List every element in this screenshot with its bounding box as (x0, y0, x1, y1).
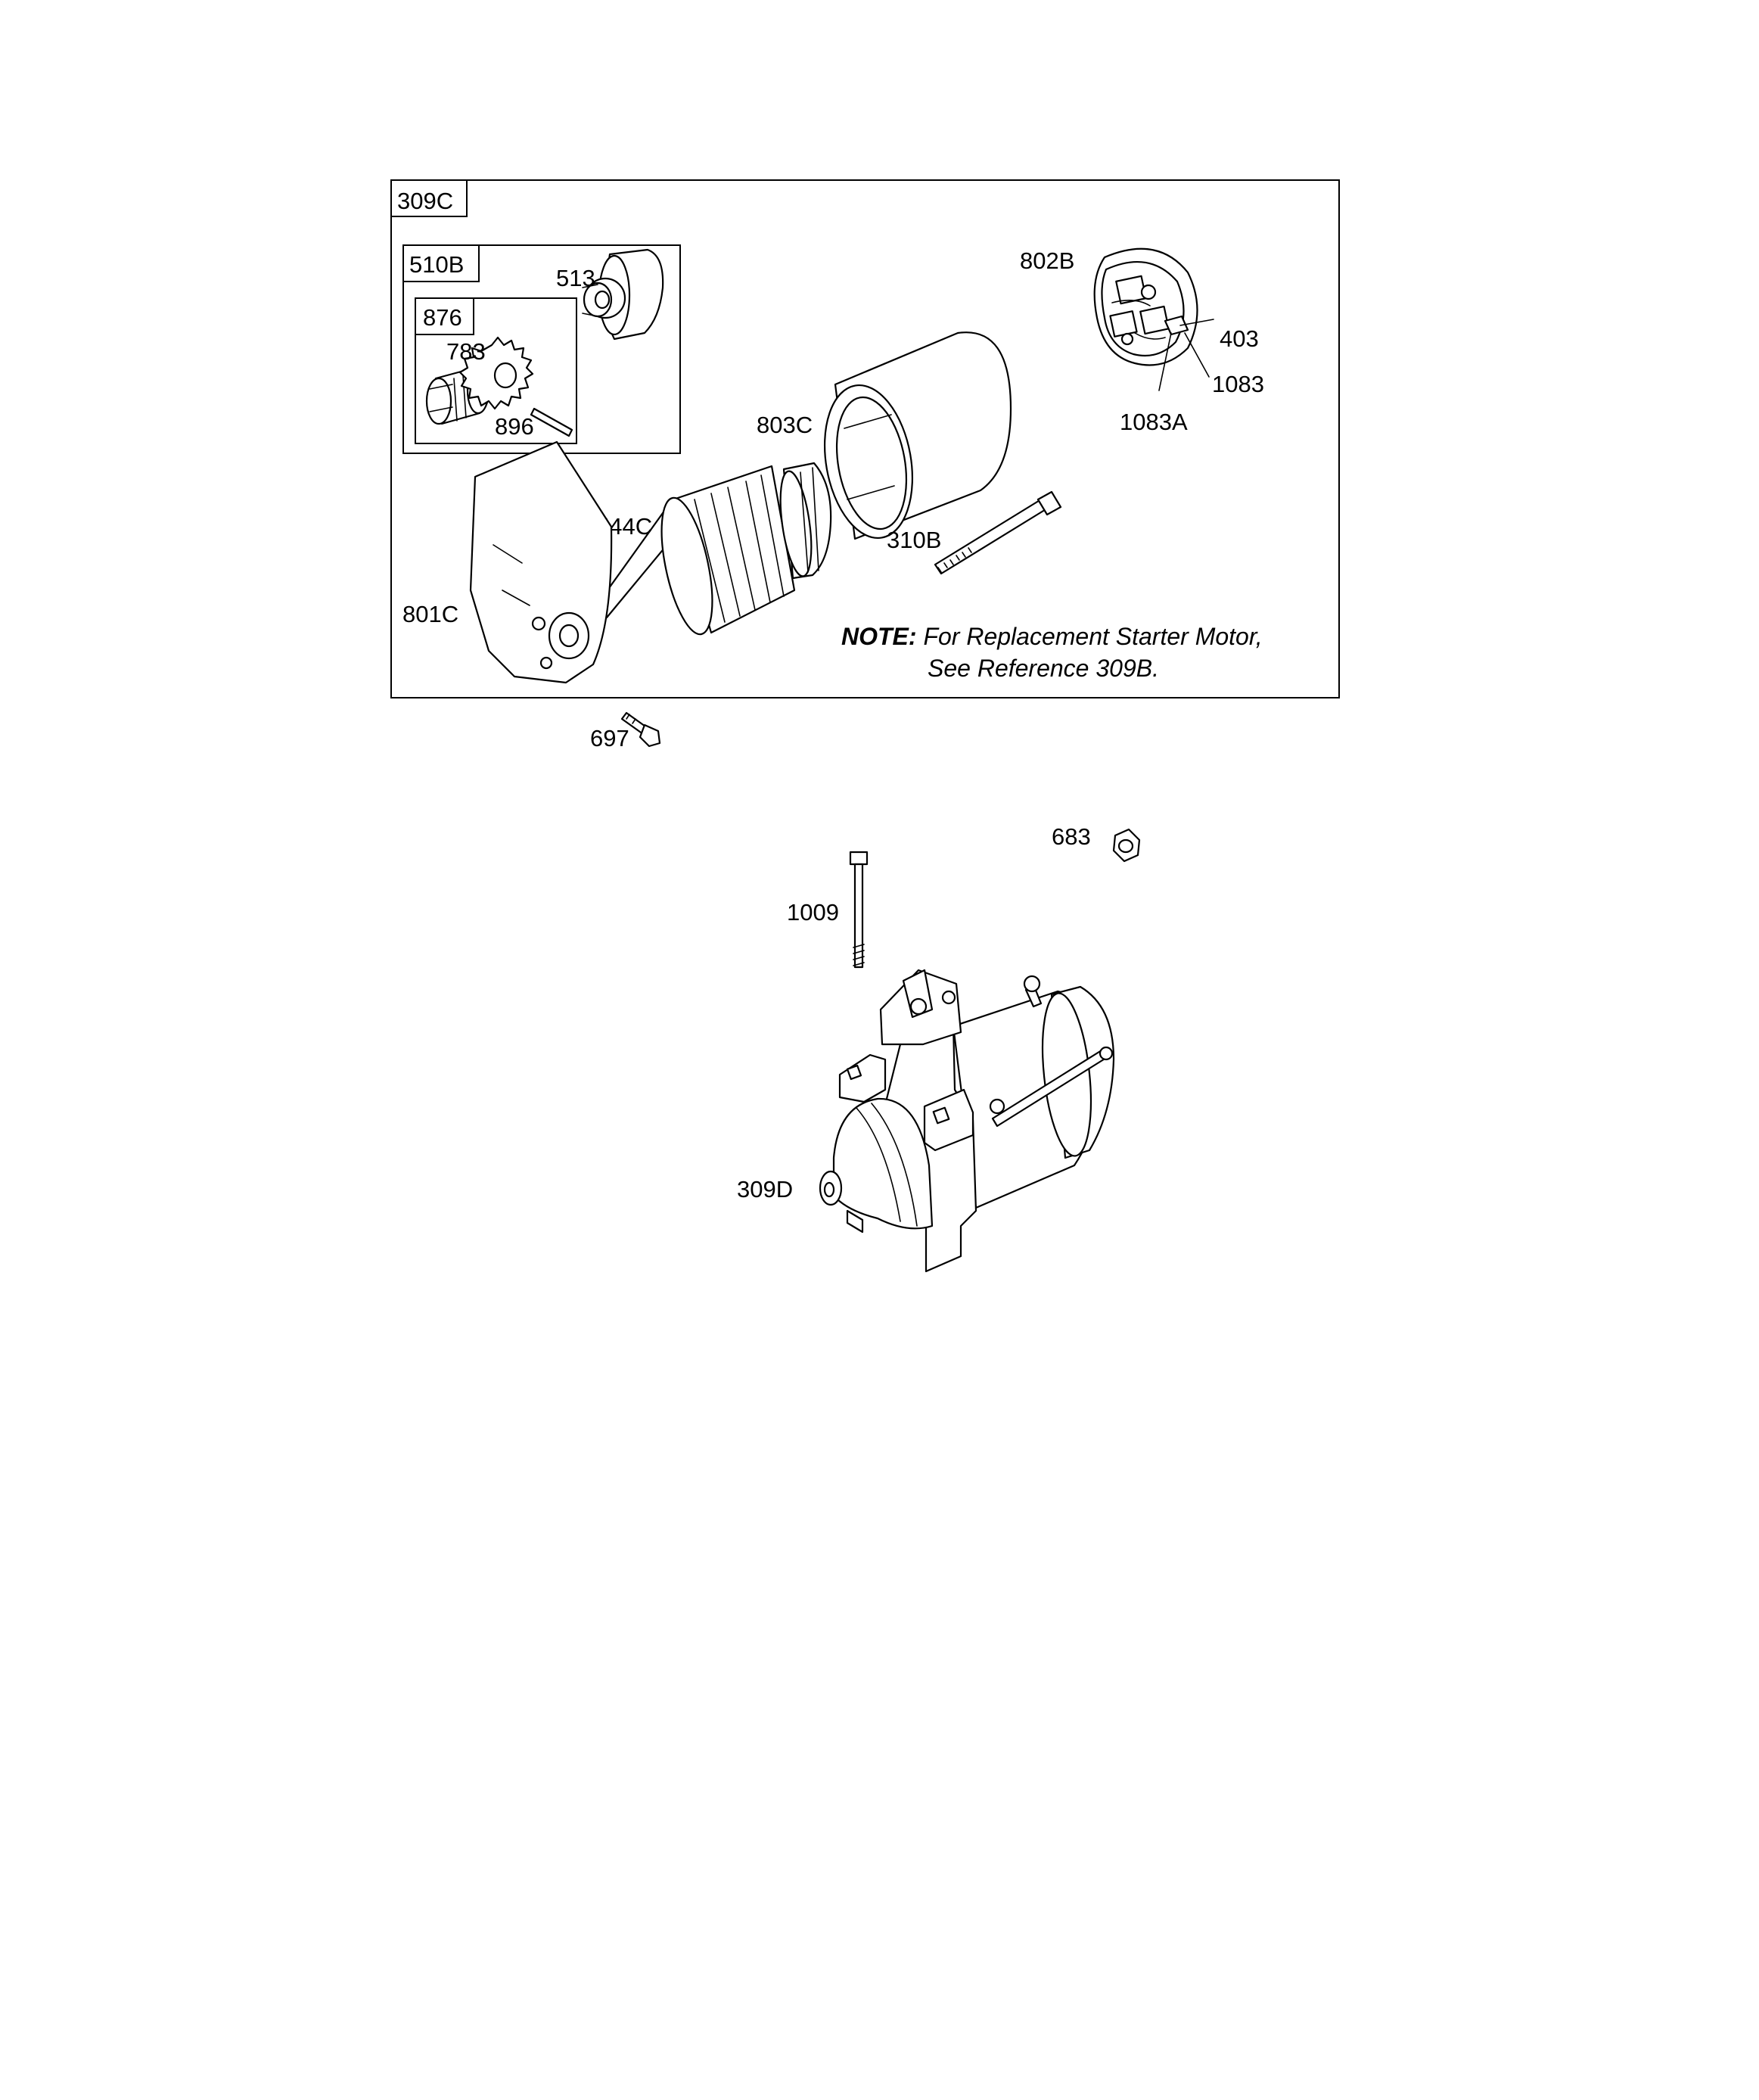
label-403: 403 (1220, 325, 1259, 352)
kit-876-box: 876 (415, 297, 577, 444)
label-513: 513 (556, 265, 595, 291)
label-1083a: 1083A (1120, 409, 1188, 435)
label-802b: 802B (1020, 247, 1074, 274)
note-prefix: NOTE: (841, 623, 917, 650)
note-line-2: See Reference 309B. (928, 655, 1159, 682)
label-310b: 310B (887, 527, 941, 553)
part-1009-bolt (849, 851, 869, 969)
part-802b-end-cap (1093, 247, 1198, 366)
label-896: 896 (495, 413, 534, 440)
label-510b: 510B (409, 251, 464, 278)
part-801c-end-plate (469, 440, 613, 684)
part-544c-armature (589, 462, 832, 636)
kit-309c-box: 309C (390, 179, 1340, 698)
label-697: 697 (590, 725, 629, 751)
label-803c: 803C (757, 412, 813, 438)
label-801c: 801C (402, 601, 458, 627)
part-513-drive-housing (582, 248, 664, 341)
label-1083: 1083 (1212, 371, 1264, 397)
part-803c-frame (823, 331, 1012, 540)
label-783: 783 (446, 338, 486, 365)
part-309d-starter-motor (819, 969, 1115, 1273)
note-line-1: NOTE: For Replacement Starter Motor, (841, 623, 1263, 650)
label-309d: 309D (737, 1176, 793, 1202)
label-1009: 1009 (787, 899, 839, 926)
part-683-nut (1112, 828, 1141, 863)
note-text-1: For Replacement Starter Motor, (917, 623, 1263, 650)
part-697-screw (620, 711, 661, 748)
part-403-1083-terminal (1158, 315, 1214, 391)
label-683: 683 (1052, 823, 1091, 850)
label-309c: 309C (397, 188, 453, 214)
kit-510b-box: 510B (402, 244, 681, 454)
part-783-drive-gear (425, 336, 534, 425)
part-310b-through-bolt (934, 490, 1062, 575)
part-896-pin (530, 407, 573, 437)
label-876: 876 (423, 304, 462, 331)
